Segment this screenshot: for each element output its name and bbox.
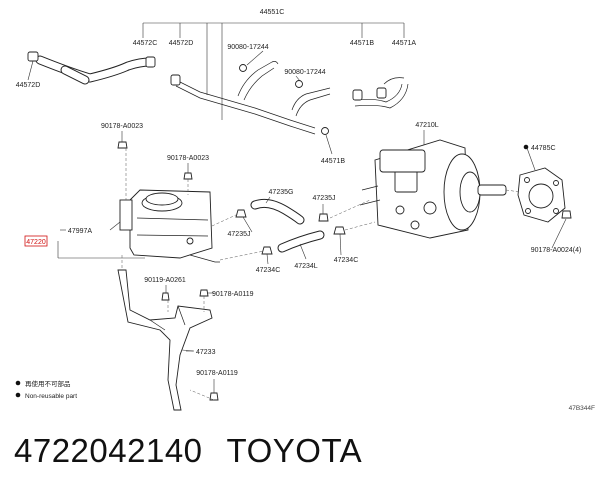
brake-booster-assembly[interactable] <box>359 139 507 239</box>
diagram-reference-code: 47B344F <box>569 405 595 412</box>
label-47235j-b: 47235J <box>228 231 251 238</box>
label-90119-a0261: 90119-A0261 <box>144 277 186 284</box>
label-47233: 47233 <box>196 349 216 356</box>
non-reusable-marker-44785c <box>523 144 529 150</box>
parts-diagram: 44551C 44572C 44572D 44572D 90080-17244 … <box>15 9 595 412</box>
caption: 4722042140 TOYOTA <box>14 432 386 470</box>
label-90178-a0023-b: 90178-A0023 <box>167 155 209 162</box>
brand-name: TOYOTA <box>226 432 363 469</box>
label-90178-a0119-a: 90178-A0119 <box>212 291 254 298</box>
label-90080-17244-b: 90080-17244 <box>284 69 325 76</box>
label-90178-a0119-b: 90178-A0119 <box>196 370 238 377</box>
legend: 再使用不可部品 Non-reusable part <box>15 379 77 400</box>
legend-en-text: Non-reusable part <box>25 393 77 400</box>
label-47997a: 47997A <box>68 228 92 235</box>
part-number: 4722042140 <box>14 432 203 469</box>
legend-jp-text: 再使用不可部品 <box>25 379 71 388</box>
label-90080-17244-a: 90080-17244 <box>227 44 268 51</box>
label-47234c-a: 47234C <box>256 267 281 274</box>
label-47235g: 47235G <box>269 189 294 196</box>
callout-group-44551c <box>142 22 405 120</box>
non-reusable-marker-icon-2 <box>15 392 21 398</box>
label-44572d-top: 44572D <box>169 40 194 47</box>
label-44572d-left: 44572D <box>16 82 41 89</box>
label-44571b-mid: 44571B <box>321 158 345 165</box>
label-47235j-a: 47235J <box>313 195 336 202</box>
non-reusable-marker-icon <box>15 380 21 386</box>
bolts[interactable] <box>117 141 572 401</box>
label-47234c-b: 47234C <box>334 257 359 264</box>
label-44571a: 44571A <box>392 40 416 47</box>
label-44785c: 44785C <box>531 145 556 152</box>
highlight-box-47220 <box>24 235 48 247</box>
upper-vacuum-hose-assembly[interactable] <box>35 55 409 135</box>
label-90178-a0023-a: 90178-A0023 <box>101 123 143 130</box>
lower-hoses[interactable] <box>250 198 325 253</box>
label-47234l: 47234L <box>294 263 317 270</box>
part-labels: 44551C 44572C 44572D 44572D 90080-17244 … <box>16 9 582 377</box>
label-44572c: 44572C <box>133 40 158 47</box>
leader-lines <box>27 50 567 401</box>
booster-gasket[interactable] <box>517 167 566 223</box>
brake-fluid-reservoir[interactable] <box>119 189 220 263</box>
label-44551c: 44551C <box>260 9 285 16</box>
reservoir-bracket[interactable] <box>117 269 213 411</box>
label-44571b-top: 44571B <box>350 40 374 47</box>
label-47220-highlighted: 47220 <box>26 239 46 246</box>
label-47210l: 47210L <box>415 122 438 129</box>
label-90178-a0024: 90178-A0024(4) <box>531 247 582 254</box>
